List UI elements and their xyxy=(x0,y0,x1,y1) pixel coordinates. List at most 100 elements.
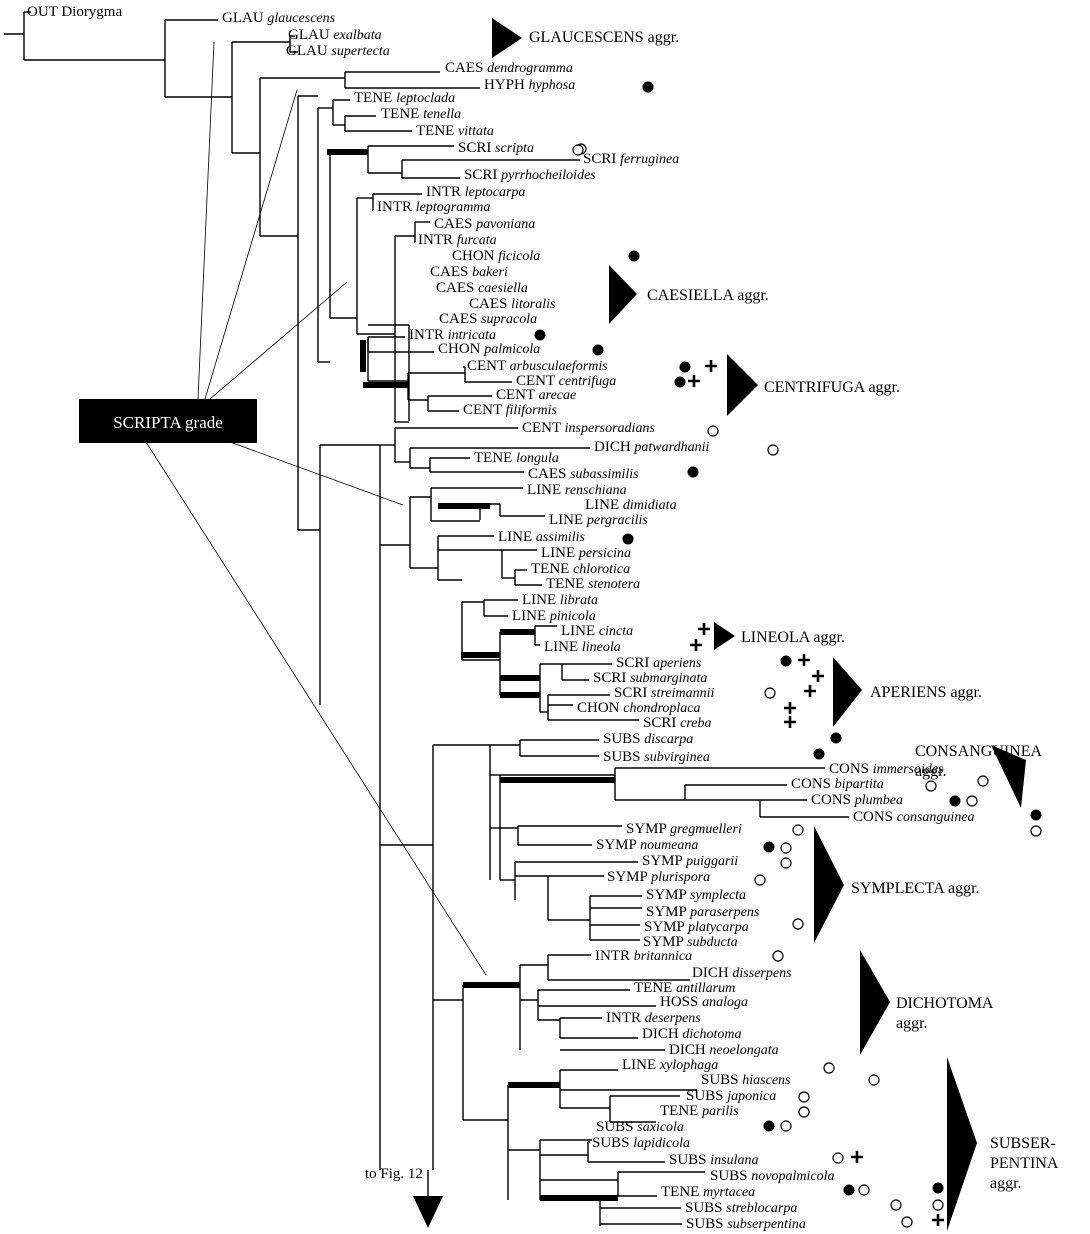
leaf-label: LINE xylophaga xyxy=(622,1057,718,1073)
genus-group-code: CAES xyxy=(439,311,481,327)
open-circle-marker xyxy=(780,857,792,869)
leaf-leptocarpa: INTR leptocarpa xyxy=(426,184,525,200)
leaf-label: CENT arecae xyxy=(496,387,576,403)
filled-circle-marker xyxy=(674,376,686,388)
consanguinea-aggregate: CONSANGUINEA aggr. xyxy=(915,743,1043,808)
leaf-label: SUBS novopalmicola xyxy=(710,1168,835,1184)
genus-group-code: LINE xyxy=(622,1057,660,1073)
aggregate-label-line: aggr. xyxy=(990,1175,1022,1192)
species-epithet: saxicola xyxy=(637,1120,684,1135)
leaf-creba: SCRI creba xyxy=(643,715,796,731)
open-circle-marker xyxy=(932,1199,944,1211)
species-epithet: assimilis xyxy=(536,530,586,545)
leaf-pyrrhocheiloides: SCRI pyrrhocheiloides xyxy=(464,167,596,183)
genus-group-code: TENE xyxy=(660,1103,702,1119)
open-circle-marker xyxy=(977,775,989,787)
species-epithet: inspersoradians xyxy=(565,421,656,436)
aggregate-label: LINEOLA aggr. xyxy=(741,629,845,646)
genus-group-code: SCRI xyxy=(458,140,495,156)
species-epithet: subassimilis xyxy=(570,467,639,482)
species-epithet: streimannii xyxy=(651,686,714,701)
leaf-subassimilis: CAES subassimilis xyxy=(528,466,699,482)
leaf-streimannii: SCRI streimannii xyxy=(614,685,816,701)
leaf-label: DICH disserpens xyxy=(692,965,792,981)
aggregate-triangle xyxy=(860,950,890,1055)
genus-group-code: LINE xyxy=(544,639,582,655)
genus-group-code: LINE xyxy=(527,482,565,498)
open-circle-marker xyxy=(823,1062,835,1074)
leaf-label: CAES supracola xyxy=(439,311,537,327)
leaf-subserpentina: SUBS subserpentina xyxy=(686,1214,944,1232)
aggregate-triangle xyxy=(947,1057,977,1231)
open-circle-marker xyxy=(792,918,804,930)
genus-group-code: SCRI xyxy=(643,715,680,731)
species-epithet: parilis xyxy=(701,1104,739,1119)
genus-group-code: LINE xyxy=(522,592,560,608)
genus-group-code: SCRI xyxy=(464,167,501,183)
leaf-label: TENE parilis xyxy=(660,1103,739,1119)
leaf-pavoniana: CAES pavoniana xyxy=(434,216,535,232)
leaf-label: SUBS insulana xyxy=(669,1152,759,1168)
genus-group-code: CONS xyxy=(853,809,897,825)
centrifugaaggr-aggregate: CENTRIFUGA aggr. xyxy=(727,354,900,416)
species-epithet: novopalmicola xyxy=(751,1169,834,1184)
leaf-label: INTR deserpens xyxy=(606,1010,701,1026)
leaf-label: INTR leptocarpa xyxy=(426,184,525,200)
plus-marker xyxy=(784,702,796,714)
genus-group-code: TENE xyxy=(634,980,676,996)
genus-group-code: SYMP xyxy=(646,904,690,920)
leaf-platycarpa: SYMP platycarpa xyxy=(644,918,804,935)
tree-branches xyxy=(4,11,849,1226)
symplectaaggr-aggregate: SYMPLECTA aggr. xyxy=(814,826,980,943)
leaf-label: CHON ficicola xyxy=(452,248,540,264)
genus-group-code: SCRI xyxy=(614,685,651,701)
leaf-label: SYMP noumeana xyxy=(596,837,698,853)
leaf-label: SUBS subvirginea xyxy=(603,749,710,765)
leaf-neoelongata: DICH neoelongata xyxy=(669,1042,779,1058)
leaf-streblocarpa: SUBS streblocarpa xyxy=(685,1199,944,1216)
aggregate-triangle xyxy=(609,265,637,324)
leaf-pergracilis: LINE pergracilis xyxy=(549,512,648,528)
leaf-hyphosa: HYPH hyphosa xyxy=(484,77,654,93)
scripta-grade-guide-lines xyxy=(145,41,487,976)
leaf-filiformis: CENT filiformis xyxy=(463,402,558,418)
leaf-label: TENE longula xyxy=(474,450,559,466)
genus-group-code: SUBS xyxy=(592,1135,633,1151)
genus-group-code: CONS xyxy=(791,776,835,792)
aggregate-label-line: CONSANGUINEA xyxy=(915,743,1043,760)
leaf-caesiella: CAES caesiella xyxy=(436,280,528,296)
species-epithet: symplecta xyxy=(690,888,746,903)
leaf-stenotera: TENE stenotera xyxy=(546,576,640,592)
leaf-label: LINE librata xyxy=(522,592,598,608)
leaf-label: SCRI ferruginea xyxy=(583,151,679,167)
plus-marker xyxy=(688,375,700,387)
grade-guide-line xyxy=(204,89,298,400)
aggregate-triangle xyxy=(991,745,1026,808)
species-epithet: chlorotica xyxy=(573,562,630,577)
open-circle-marker xyxy=(707,425,719,437)
genus-group-code: HOSS xyxy=(660,994,702,1010)
species-epithet: pyrrhocheiloides xyxy=(500,168,596,183)
caesiellaaggr-aggregate: CAESIELLA aggr. xyxy=(609,265,769,324)
aggregate-triangle xyxy=(814,826,844,943)
aggregate-label-line: aggr. xyxy=(915,763,947,780)
species-epithet: caesiella xyxy=(478,281,528,296)
species-epithet: subserpentina xyxy=(727,1217,806,1232)
outgroup-label: OUT Diorygma xyxy=(27,4,122,20)
leaf-supertecta: GLAU supertecta xyxy=(286,43,390,59)
genus-group-code: DICH xyxy=(642,1026,682,1042)
genus-group-code: LINE xyxy=(498,529,536,545)
species-epithet: supracola xyxy=(481,312,537,327)
plus-marker xyxy=(932,1214,944,1226)
species-epithet: arbusculaeformis xyxy=(510,359,609,374)
species-epithet: subvirginea xyxy=(644,750,710,765)
leaf-renschiana: LINE renschiana xyxy=(527,482,627,498)
leaf-label: SYMP paraserpens xyxy=(646,904,760,920)
leaf-label: SCRI aperiens xyxy=(616,655,702,671)
genus-group-code: SUBS xyxy=(603,731,644,747)
leaf-librata: LINE librata xyxy=(522,592,598,608)
species-epithet: paraserpens xyxy=(689,905,760,920)
leaf-consanguinea: CONS consanguinea xyxy=(853,809,1042,837)
